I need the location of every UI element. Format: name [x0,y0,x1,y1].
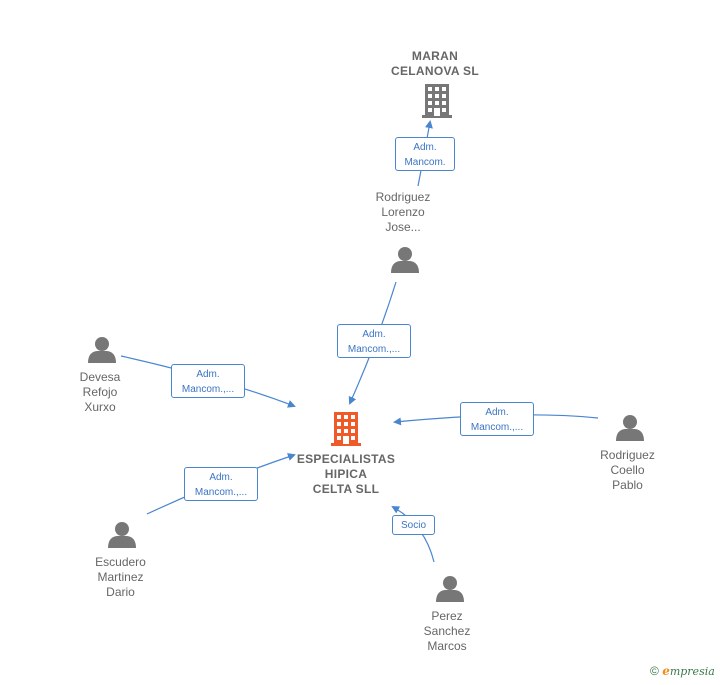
person-label-escudero[interactable]: Escudero Martinez Dario [78,555,163,600]
company-label-center[interactable]: ESPECIALISTAS HIPICA CELTA SLL [286,452,406,497]
person-name-line: Refojo [82,385,118,399]
brand-logo-initial: e [662,664,670,678]
person-name-line: Xurxo [84,400,116,414]
edge-label-maran[interactable]: Adm. Mancom. [395,137,455,171]
person-name-line: Coello [610,463,645,477]
edge-role-line: Socio [400,520,426,531]
edge-label-devesa[interactable]: Adm. Mancom.,... [171,364,245,398]
edge-role-line: Adm. [209,472,233,483]
person-label-devesa[interactable]: Devesa Refojo Xurxo [60,370,140,415]
company-name-line: HIPICA [324,467,368,481]
edge-role-line: Mancom.,... [470,422,524,433]
person-name-line: Rodriguez [375,190,431,204]
person-label-perez[interactable]: Perez Sanchez Marcos [407,609,487,654]
company-name-line: ESPECIALISTAS [296,452,396,466]
person-icon[interactable] [436,576,464,602]
edge-role-line: Mancom.,... [347,344,401,355]
person-icon[interactable] [108,522,136,548]
company-label-maran[interactable]: MARAN CELANOVA SL [380,49,490,79]
company-name-line: CELTA SLL [312,482,380,496]
person-name-line: Martinez [97,570,144,584]
person-label-rodriguez-lorenzo[interactable]: Rodriguez Lorenzo Jose... [358,190,448,235]
edge-role-line: Adm. [362,329,386,340]
person-label-rodriguez-coello[interactable]: Rodriguez Coello Pablo [585,448,670,493]
person-name-line: Devesa [79,370,121,384]
person-name-line: Jose... [385,220,421,234]
building-icon[interactable] [422,84,452,118]
edge-label-rodriguez-coello[interactable]: Adm. Mancom.,... [460,402,534,436]
edge-role-line: Adm. [413,142,437,153]
person-name-line: Escudero [95,555,146,569]
edge-role-line: Mancom.,... [194,487,248,498]
person-name-line: Sanchez [423,624,471,638]
person-icon[interactable] [391,247,419,273]
edge-role-line: Mancom. [404,157,446,168]
company-name-line: CELANOVA SL [391,64,479,78]
edge-label-rodriguez-lorenzo[interactable]: Adm. Mancom.,... [337,324,411,358]
person-name-line: Marcos [427,639,467,653]
edge-role-line: Mancom.,... [181,384,235,395]
copyright-symbol: © [650,664,659,678]
brand-logo-text: mpresia [669,665,715,678]
edge-role-line: Adm. [196,369,220,380]
edge-role-line: Adm. [485,407,509,418]
person-name-line: Rodriguez [600,448,655,462]
person-name-line: Perez [431,609,463,623]
person-name-line: Pablo [612,478,643,492]
person-icon[interactable] [616,415,644,441]
footer-brand[interactable]: © empresia [650,664,715,678]
edge-label-perez[interactable]: Socio [392,515,435,535]
edge-label-escudero[interactable]: Adm. Mancom.,... [184,467,258,501]
person-name-line: Dario [106,585,135,599]
building-icon[interactable] [331,412,361,446]
person-name-line: Lorenzo [381,205,425,219]
company-name-line: MARAN [411,49,459,63]
person-icon[interactable] [88,337,116,363]
